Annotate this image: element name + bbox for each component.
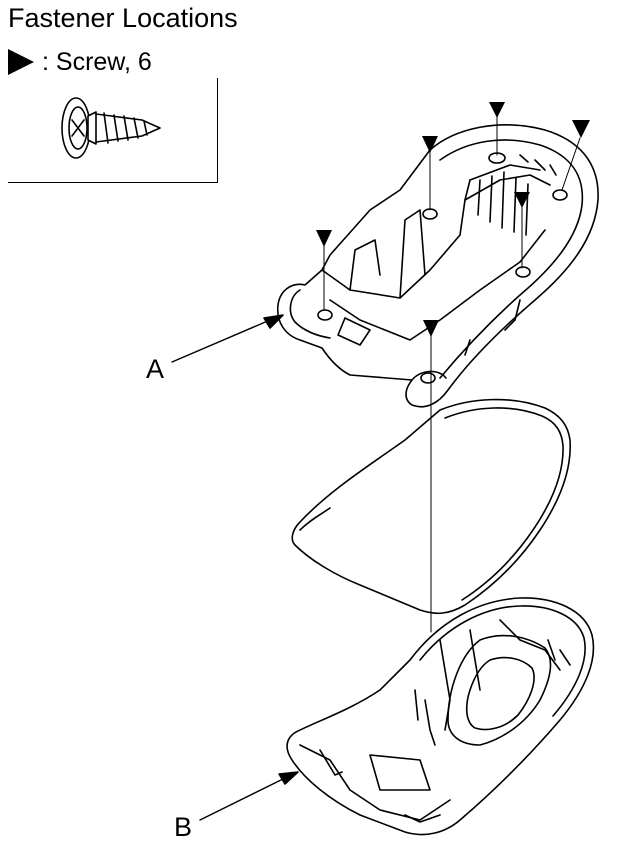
callout-label-b: B xyxy=(174,812,193,842)
diagram-title: Fastener Locations xyxy=(8,3,238,33)
screw-marker-icon xyxy=(572,120,590,138)
screw-marker-icon xyxy=(514,192,530,208)
legend-text: : Screw, 6 xyxy=(42,48,152,76)
screw-marker-icon xyxy=(422,136,438,153)
arrowhead-a-icon xyxy=(263,314,284,329)
screw-marker-icon xyxy=(8,49,34,75)
screw-marker-icon xyxy=(489,102,505,118)
screw-icon xyxy=(61,97,161,159)
lower-housing xyxy=(286,597,595,836)
upper-housing xyxy=(276,124,599,408)
legend: : Screw, 6 xyxy=(8,47,152,77)
screw-marker-icon xyxy=(423,320,439,337)
callout-arrow-a xyxy=(171,319,271,363)
screw-markers xyxy=(316,102,590,337)
callout-label-a: A xyxy=(146,354,165,384)
callout-arrow-b xyxy=(199,777,286,821)
arrowhead-b-icon xyxy=(278,771,299,785)
alignment-lines xyxy=(323,114,581,633)
screw-marker-icon xyxy=(316,230,332,247)
legend-box xyxy=(8,78,218,183)
